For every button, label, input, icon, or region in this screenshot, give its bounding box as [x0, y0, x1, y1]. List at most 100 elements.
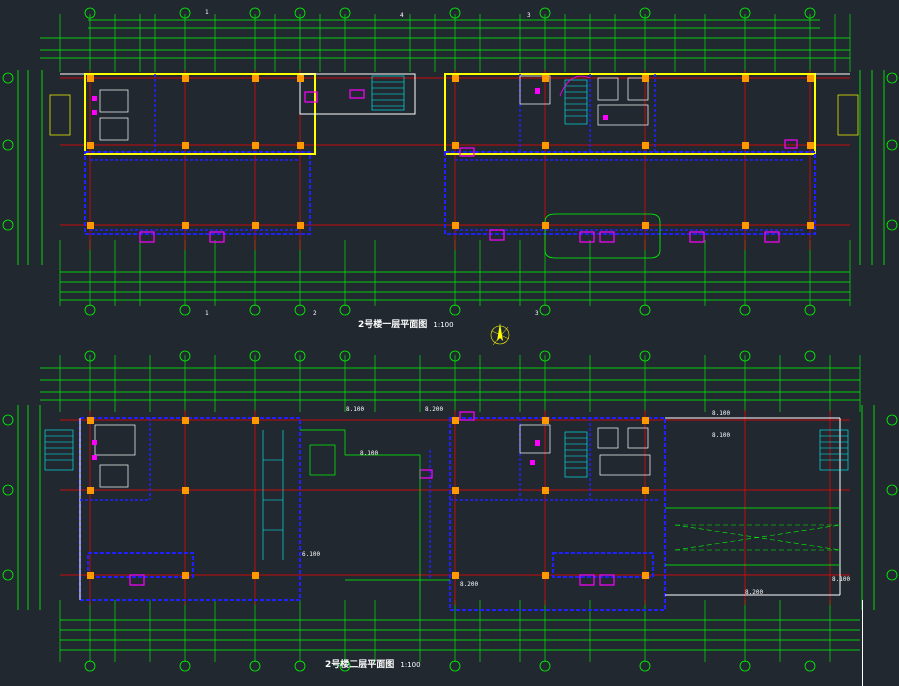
second-floor-axis-lines — [59, 355, 861, 662]
axis-bubble — [804, 7, 816, 19]
grid-number-label: 4 — [400, 12, 404, 19]
elevation-label: 8.200 — [425, 406, 444, 413]
column — [542, 487, 549, 494]
axis-bubble — [449, 660, 461, 672]
first-floor-stair-left — [371, 75, 405, 111]
second-floor-plan — [17, 355, 875, 662]
grid-number-label: 2 — [313, 310, 317, 317]
axis-bubble — [294, 350, 306, 362]
column — [182, 572, 189, 579]
axis-bubble — [179, 304, 191, 316]
elevation-label: 8.100 — [346, 406, 365, 413]
column — [642, 487, 649, 494]
axis-bubble — [539, 350, 551, 362]
axis-bubble — [639, 660, 651, 672]
column — [252, 142, 259, 149]
first-floor-walls — [60, 73, 850, 235]
grid-number-label: 1 — [205, 9, 209, 16]
axis-bubble — [339, 7, 351, 19]
axis-bubble — [449, 7, 461, 19]
column — [542, 417, 549, 424]
axis-bubble — [739, 304, 751, 316]
column — [642, 222, 649, 229]
elevation-label: 8.100 — [832, 576, 851, 583]
column — [742, 75, 749, 82]
column — [642, 142, 649, 149]
column — [542, 75, 549, 82]
second-floor-title-text: 2号楼二层平面图 — [325, 660, 395, 670]
axis-bubble — [294, 660, 306, 672]
column — [87, 572, 94, 579]
column — [252, 222, 259, 229]
column — [452, 487, 459, 494]
axis-bubble — [294, 304, 306, 316]
column — [182, 417, 189, 424]
second-floor-void — [674, 524, 841, 551]
elevation-label: 6.100 — [302, 551, 321, 558]
first-floor-top-dimensions — [40, 19, 850, 59]
grid-number-label: 3 — [527, 12, 531, 19]
axis-bubble — [639, 304, 651, 316]
column — [807, 75, 814, 82]
axis-bubble — [2, 484, 14, 496]
column — [542, 572, 549, 579]
column — [182, 222, 189, 229]
column — [87, 417, 94, 424]
column — [452, 75, 459, 82]
column — [87, 222, 94, 229]
elevation-label: 8.200 — [460, 581, 479, 588]
axis-bubble — [886, 484, 898, 496]
elevation-label: 8.200 — [745, 589, 764, 596]
column — [642, 75, 649, 82]
first-floor-stair-right — [564, 79, 588, 125]
column — [252, 572, 259, 579]
axis-bubble — [179, 7, 191, 19]
column — [297, 142, 304, 149]
grid-number-label: 3 — [535, 310, 539, 317]
first-floor-interior-walls — [90, 74, 805, 231]
axis-bubble — [249, 660, 261, 672]
column — [182, 75, 189, 82]
second-floor-plan-title: 2号楼二层平面图 1:100 — [325, 657, 421, 670]
first-floor-axis-lines — [59, 14, 851, 306]
axis-bubble — [179, 660, 191, 672]
second-floor-bottom-dimensions — [60, 619, 860, 651]
first-floor-title-text: 2号楼一层平面图 — [358, 320, 428, 330]
axis-bubble — [84, 660, 96, 672]
first-floor-toilets — [49, 75, 859, 141]
axis-bubble — [739, 350, 751, 362]
first-floor-plan-title: 2号楼一层平面图 1:100 — [358, 317, 454, 330]
title-block — [862, 600, 899, 686]
axis-bubble — [804, 660, 816, 672]
second-floor-interior-walls — [80, 418, 660, 580]
axis-bubble — [804, 304, 816, 316]
axis-bubble — [886, 72, 898, 84]
axis-bubble — [739, 7, 751, 19]
elevation-label: 8.100 — [712, 410, 731, 417]
first-floor-columns — [87, 75, 814, 229]
axis-bubble — [886, 414, 898, 426]
second-floor-toilets — [94, 424, 651, 488]
column — [87, 75, 94, 82]
column — [87, 487, 94, 494]
axis-bubble — [804, 350, 816, 362]
axis-bubble — [2, 139, 14, 151]
column — [452, 572, 459, 579]
column — [182, 142, 189, 149]
axis-bubble — [294, 7, 306, 19]
column — [642, 572, 649, 579]
first-floor-scale: 1:100 — [433, 321, 454, 329]
column — [542, 142, 549, 149]
first-floor-side-dimensions — [17, 70, 885, 265]
second-floor-columns — [87, 417, 649, 579]
first-floor-stair-arc — [559, 75, 591, 97]
axis-bubble — [886, 569, 898, 581]
column — [642, 417, 649, 424]
north-arrow-icon — [490, 323, 510, 346]
second-floor-stairs — [44, 429, 849, 560]
second-floor-scale: 1:100 — [400, 661, 421, 669]
first-floor-windows — [139, 89, 798, 243]
axis-bubble — [739, 660, 751, 672]
column — [297, 222, 304, 229]
